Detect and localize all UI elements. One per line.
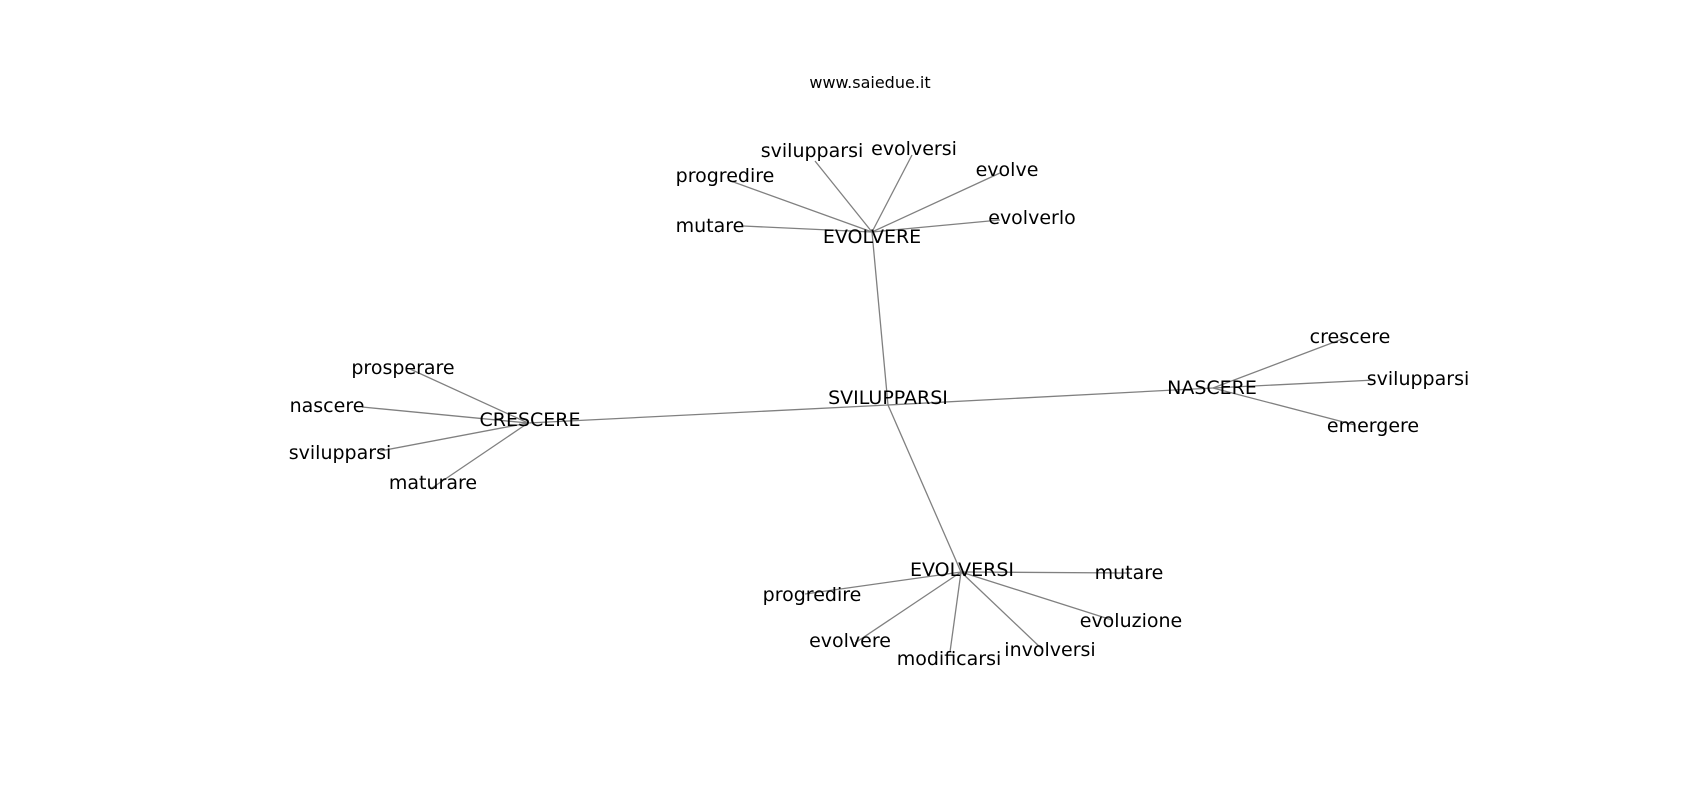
edge-nascere-1 [1212,379,1376,389]
leaf-node-label: svilupparsi [1367,368,1470,390]
edge-crescere-1 [361,406,529,424]
edge-evolversi-1 [804,571,962,595]
leaf-node-label: evolvere [809,630,891,652]
leaf-node-label: evolverlo [988,207,1076,229]
leaf-node-label: evoluzione [1080,610,1183,632]
leaf-node-label: progredire [676,165,775,187]
edge-evolvere-5 [871,219,1001,233]
leaf-node-label: svilupparsi [289,442,392,464]
center-node-label: SVILUPPARSI [828,387,948,409]
hub-node-label: NASCERE [1167,377,1257,399]
edges-layer [361,154,1376,653]
leaf-node-label: evolve [976,159,1039,181]
edge-evolvere-2 [727,179,873,233]
edge-center-crescere [527,404,889,424]
leaf-node-label: maturare [389,472,477,494]
labels-layer: svilupparsi evolversi progredire evolve muta… [289,138,1470,670]
edge-evolvere-3 [871,172,1001,233]
leaf-node-label: evolversi [871,138,957,160]
leaf-node-label: progredire [763,584,862,606]
leaf-node-label: svilupparsi [761,140,864,162]
edge-center-evolversi [887,404,962,573]
hub-node-label: CRESCERE [479,409,580,431]
edge-crescere-3 [431,422,529,489]
edge-evolversi-3 [854,571,962,644]
edge-nascere-0 [1212,337,1346,389]
edge-evolversi-5 [960,571,1043,650]
edge-nascere-2 [1212,387,1356,426]
leaf-node-label: emergere [1327,415,1419,437]
edge-evolversi-4 [949,571,962,653]
watermark-text: www.saiedue.it [809,73,930,92]
edge-evolvere-1 [871,154,913,233]
leaf-node-label: nascere [290,395,365,417]
edge-center-nascere [887,387,1214,406]
edge-evolvere-0 [814,160,873,233]
leaf-node-label: crescere [1310,326,1391,348]
leaf-node-label: mutare [1095,562,1164,584]
leaf-node-label: prosperare [351,357,454,379]
edge-evolversi-2 [960,571,1113,621]
leaf-node-label: involversi [1004,639,1095,661]
hub-node-label: EVOLVERE [823,226,921,248]
edge-crescere-0 [409,368,529,424]
leaf-node-label: modificarsi [897,648,1002,670]
edge-evolvere-4 [742,225,873,233]
leaf-node-label: mutare [676,215,745,237]
edge-evolversi-0 [960,571,1131,574]
edge-center-evolvere [871,231,889,406]
hub-node-label: EVOLVERSI [910,559,1014,581]
edge-crescere-2 [379,422,529,452]
